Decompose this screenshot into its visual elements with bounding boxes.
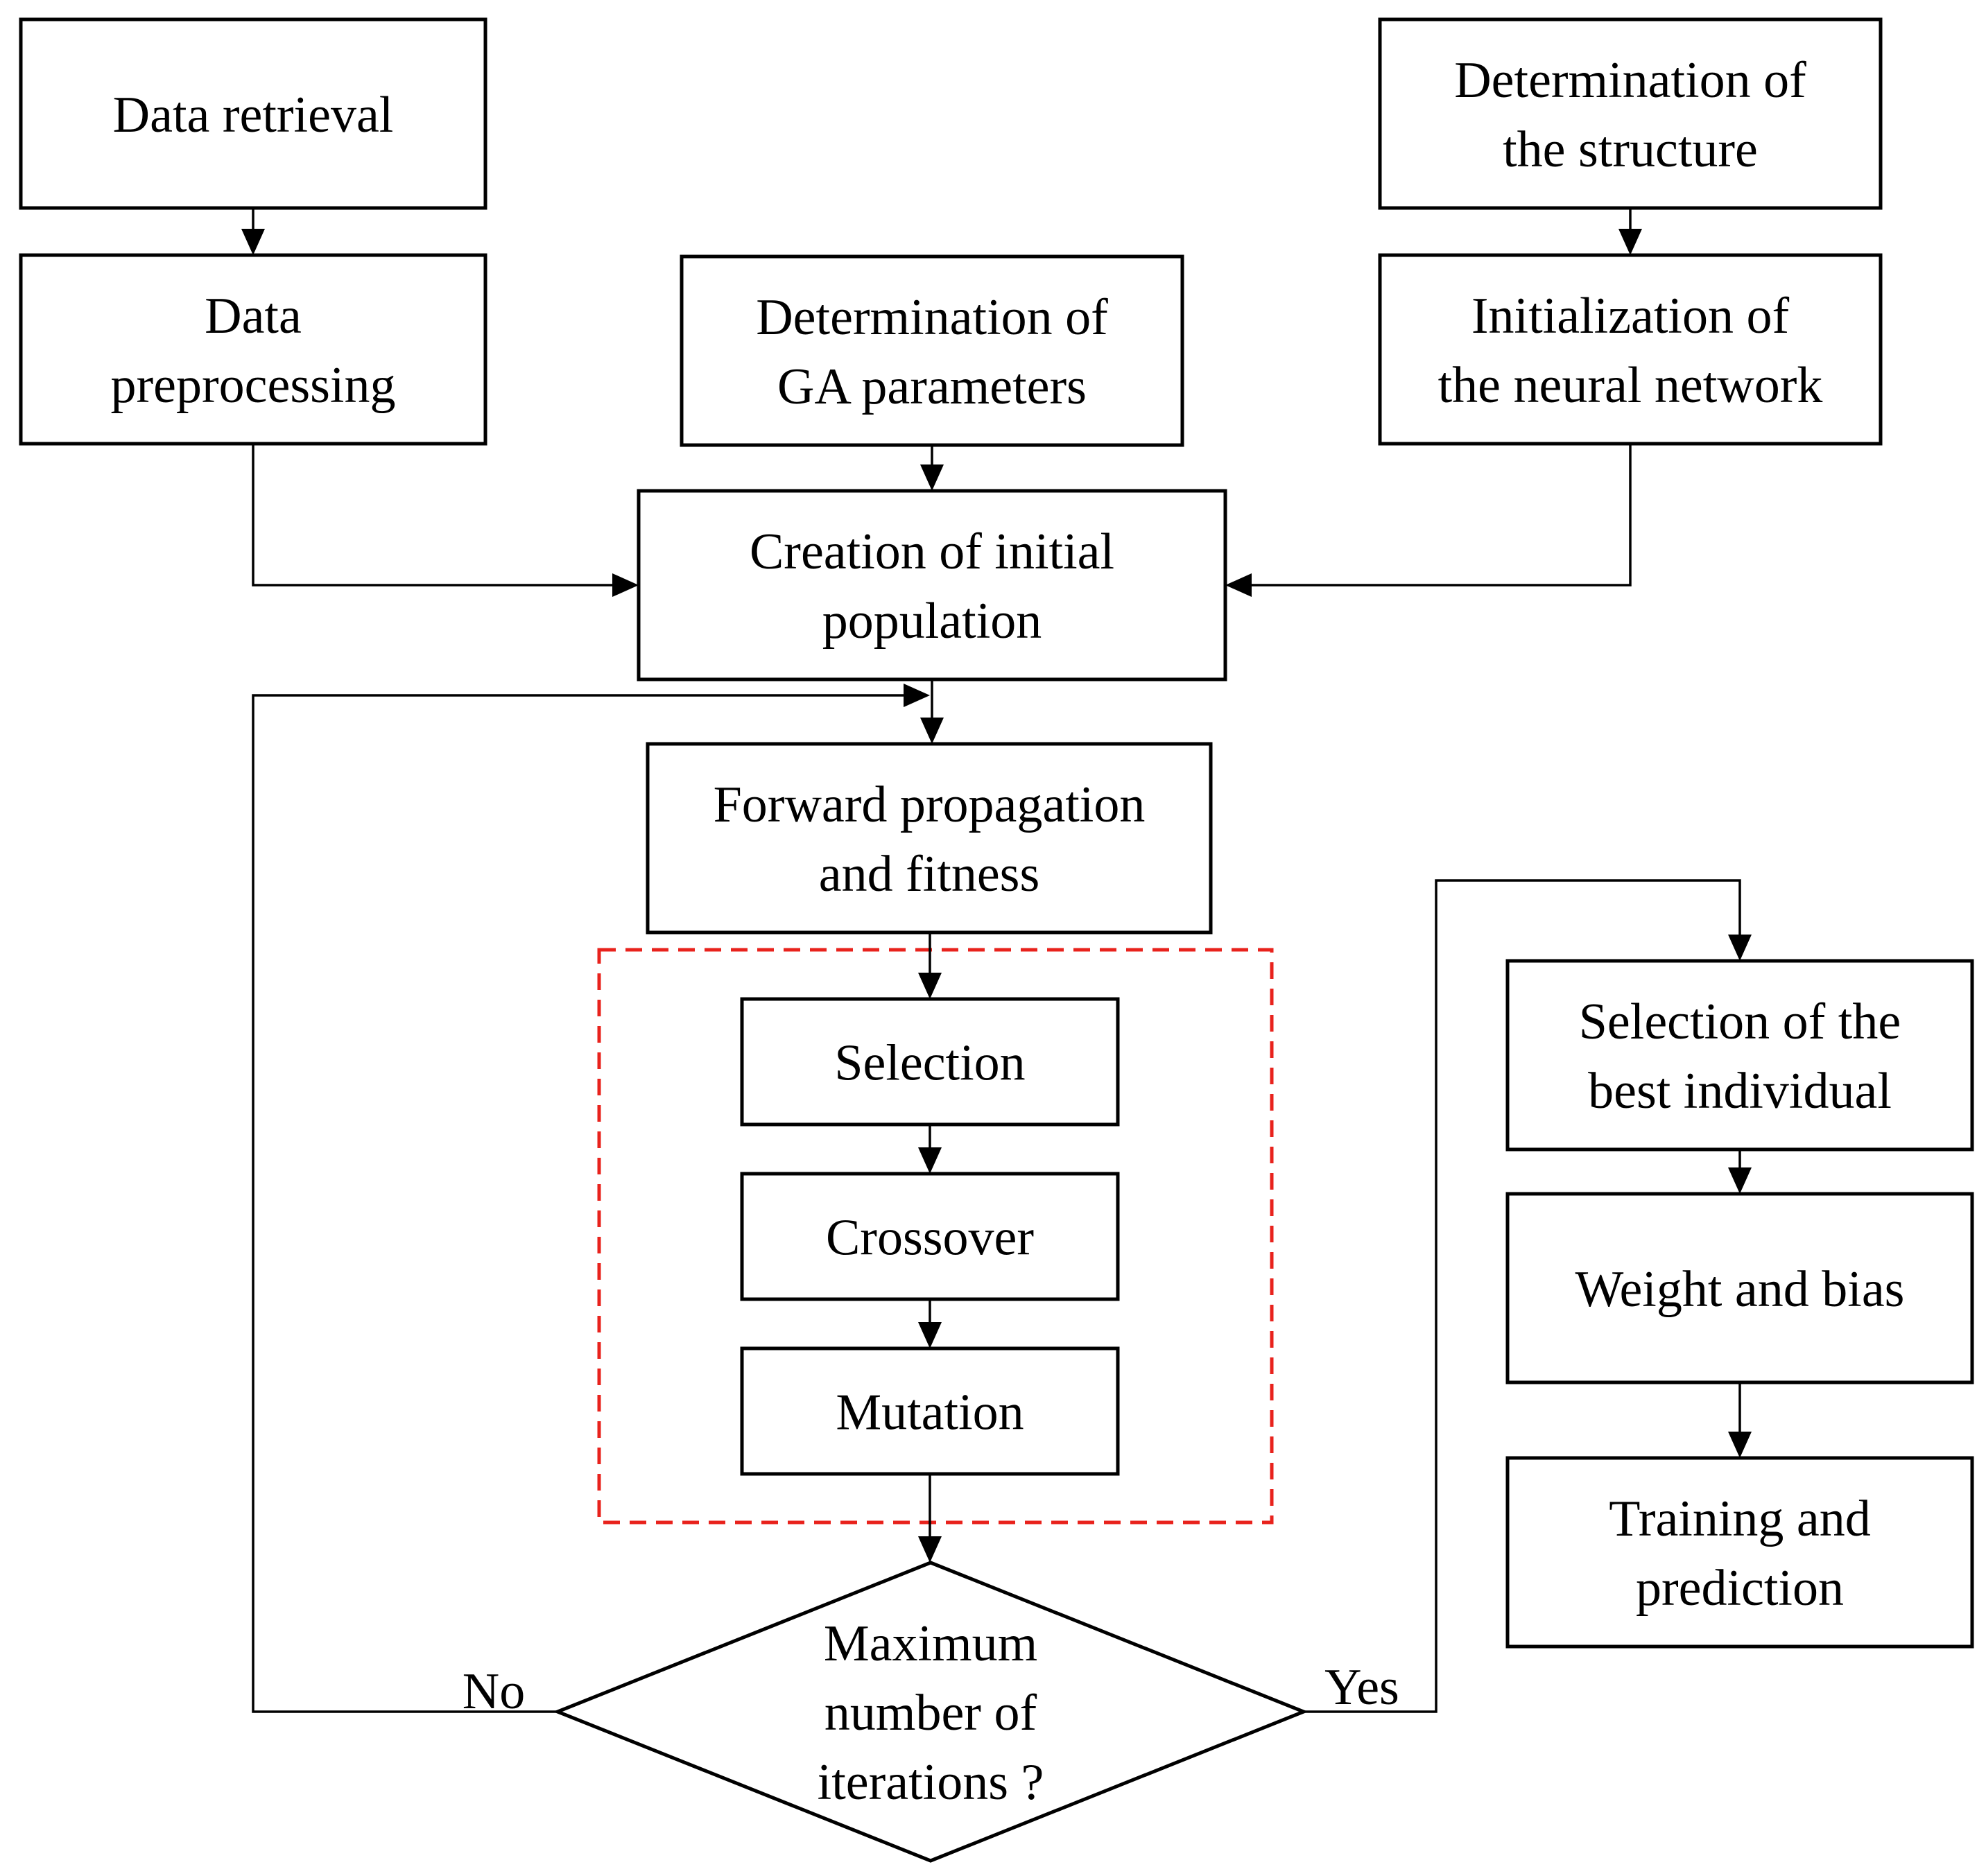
process-box	[19, 17, 487, 210]
node-forward-propagation: Forward propagation and fitness	[646, 742, 1213, 935]
edge-init-network-to-initial-population	[1225, 444, 1632, 597]
node-data-preprocessing: Data preprocessing	[19, 253, 487, 446]
node-label-line: the neural network	[1438, 357, 1823, 414]
node-label-line: Crossover	[826, 1210, 1034, 1267]
node-crossover: Crossover	[740, 1172, 1120, 1301]
node-label-line: Creation of initial	[750, 523, 1114, 580]
process-box	[740, 1172, 1120, 1301]
node-training-prediction: Training and prediction	[1505, 1456, 1974, 1649]
arrowhead-icon	[918, 1536, 942, 1563]
node-label-line: prediction	[1636, 1560, 1844, 1617]
node-label-line: Weight and bias	[1575, 1261, 1905, 1318]
node-label-line: Maximum	[824, 1615, 1037, 1672]
edge-data-retrieval-to-data-preprocessing	[241, 208, 265, 255]
node-best-individual: Selection of the best individual	[1505, 959, 1974, 1152]
arrowhead-icon	[1225, 573, 1252, 597]
process-box	[1505, 1192, 1974, 1384]
node-label-line: Forward propagation	[714, 776, 1146, 833]
edge-line	[1250, 444, 1632, 587]
arrowhead-icon	[918, 1322, 942, 1348]
process-box	[740, 997, 1120, 1127]
process-box	[740, 1346, 1120, 1476]
node-label-line: Mutation	[836, 1384, 1024, 1441]
edge-selection-to-crossover	[918, 1124, 942, 1174]
process-box	[1378, 253, 1883, 446]
node-label-line: Initialization of	[1471, 288, 1790, 345]
process-box	[646, 742, 1213, 935]
arrowhead-icon	[241, 229, 265, 255]
node-label-line: iterations ?	[818, 1754, 1044, 1811]
arrowhead-icon	[904, 684, 930, 707]
arrowhead-icon	[1728, 1432, 1752, 1458]
arrowhead-icon	[612, 573, 639, 597]
edge-ga-parameters-to-initial-population	[920, 445, 944, 491]
arrowhead-icon	[918, 1147, 942, 1174]
node-data-retrieval: Data retrieval	[19, 17, 487, 210]
arrowhead-icon	[1618, 229, 1642, 255]
arrowhead-icon	[920, 718, 944, 744]
process-box	[19, 253, 487, 446]
group-ga-operators	[597, 948, 1274, 1525]
node-max-iterations: Maximum number of iterations ?	[553, 1561, 1309, 1863]
edge-label-no: No	[463, 1663, 525, 1720]
decision-diamond	[553, 1561, 1309, 1863]
arrowhead-icon	[1728, 1167, 1752, 1194]
node-label-line: Determination of	[756, 289, 1108, 346]
edge-line	[252, 444, 614, 587]
edge-best-individual-to-weight-bias	[1728, 1149, 1752, 1194]
process-box	[637, 489, 1227, 681]
node-label-line: population	[822, 593, 1042, 650]
edge-line	[1304, 879, 1741, 1713]
edge-max-iterations-to-best-individual	[1304, 879, 1752, 1713]
edge-structure-to-init-network	[1618, 208, 1642, 255]
node-label-line: the structure	[1503, 121, 1758, 178]
process-box	[1505, 1456, 1974, 1649]
edge-data-preprocessing-to-initial-population	[252, 444, 639, 597]
node-initial-population: Creation of initial population	[637, 489, 1227, 681]
process-box	[1378, 17, 1883, 210]
arrowhead-icon	[918, 973, 942, 999]
node-label-line: Training and	[1609, 1491, 1871, 1547]
node-init-network: Initialization of the neural network	[1378, 253, 1883, 446]
node-label-line: best individual	[1588, 1063, 1892, 1120]
node-label-line: GA parameters	[777, 358, 1087, 415]
node-label-line: number of	[824, 1685, 1037, 1742]
edge-initial-population-to-forward-propagation	[920, 679, 944, 744]
edge-crossover-to-mutation	[918, 1299, 942, 1348]
node-mutation: Mutation	[740, 1346, 1120, 1476]
node-structure: Determination of the structure	[1378, 17, 1883, 210]
edge-label-yes: Yes	[1324, 1659, 1399, 1716]
edge-line	[252, 694, 905, 1713]
edge-forward-propagation-to-selection	[918, 932, 942, 999]
node-label-line: Data retrieval	[113, 87, 394, 144]
edge-mutation-to-max-iterations	[918, 1474, 942, 1563]
node-ga-parameters: Determination of GA parameters	[680, 254, 1184, 447]
node-weight-bias: Weight and bias	[1505, 1192, 1974, 1384]
node-label-line: Data	[205, 288, 302, 345]
process-box	[1505, 959, 1974, 1152]
node-label-line: and fitness	[819, 846, 1040, 903]
node-label-line: Determination of	[1454, 52, 1806, 109]
node-label-line: preprocessing	[111, 357, 396, 414]
edge-max-iterations-to-forward-propagation	[252, 684, 930, 1713]
edge-weight-bias-to-training-prediction	[1728, 1382, 1752, 1458]
node-label-line: Selection	[834, 1035, 1025, 1092]
arrowhead-icon	[920, 464, 944, 491]
arrowhead-icon	[1728, 935, 1752, 961]
process-box	[680, 254, 1184, 447]
node-selection: Selection	[740, 997, 1120, 1127]
node-label-line: Selection of the	[1579, 993, 1901, 1050]
